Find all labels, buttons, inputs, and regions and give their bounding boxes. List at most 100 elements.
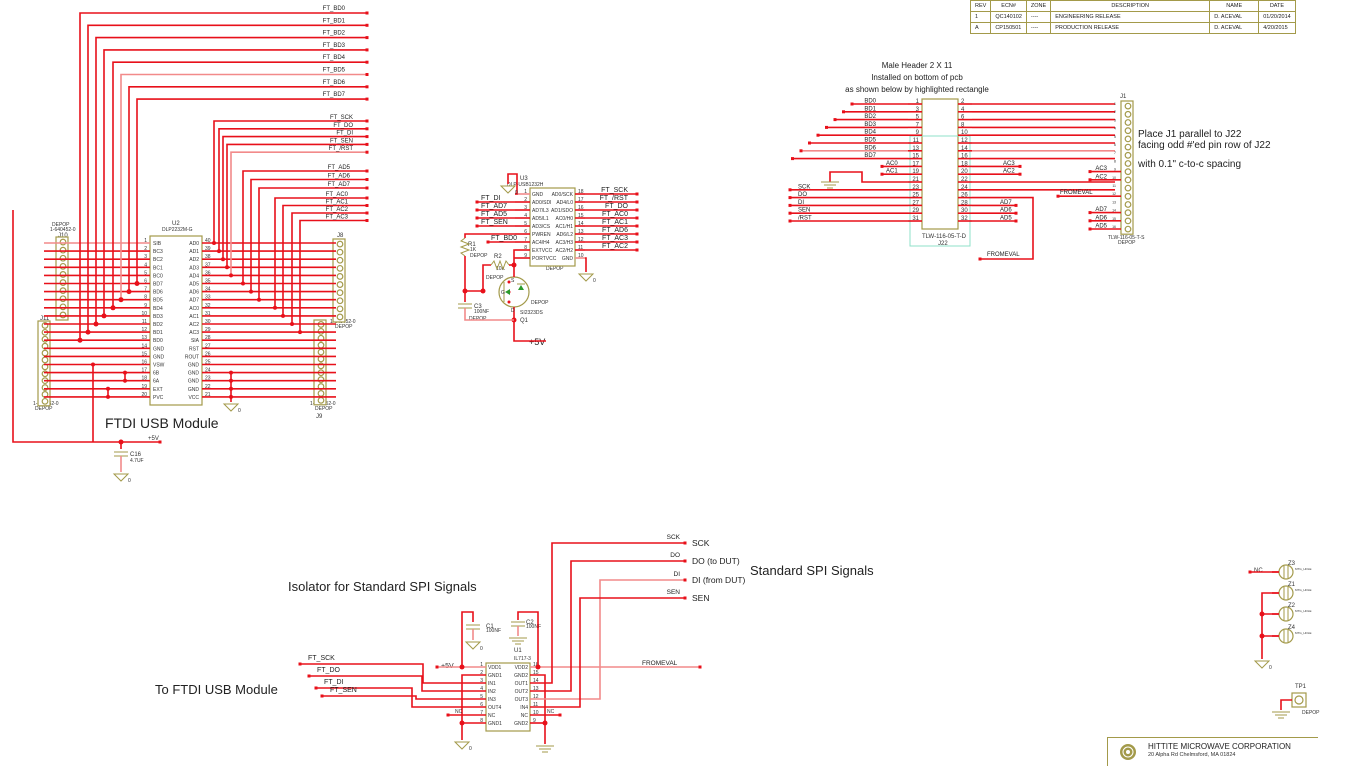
junction-dot <box>229 273 233 278</box>
u3-pin-name: AC3/H3 <box>555 240 573 246</box>
wire-end <box>475 200 479 204</box>
r2-ref: R2 <box>494 254 502 260</box>
u3-pin-number: 11 <box>578 245 583 251</box>
u1-part: IL717-3 <box>514 656 531 662</box>
wire-end <box>1088 170 1092 174</box>
ft-bd-net-wire <box>112 61 367 308</box>
ground-icon <box>499 185 517 194</box>
net-label: FT_AD6 <box>602 227 628 234</box>
u1-pin-number: 1 <box>480 662 483 668</box>
j22-pin-number: 5 <box>916 115 920 121</box>
j22-pin-number: 16 <box>961 154 968 160</box>
j22-pin-number: 31 <box>912 216 919 222</box>
j22-title-line3: as shown below by highlighted rectangle <box>845 85 989 94</box>
header-pin <box>59 279 67 286</box>
u2-pin-name: 6B <box>153 371 160 377</box>
j1-instruction-line3: with 0.1" c-to-c spacing <box>1137 159 1241 170</box>
q1-part: SI2323DS <box>520 310 543 316</box>
net-label: FT_DI <box>324 679 344 686</box>
junction-dot <box>77 337 83 343</box>
u2-pin-name: BD0 <box>153 338 163 344</box>
wire-end <box>880 172 884 176</box>
tp1-ref: TP1 <box>1295 684 1307 690</box>
wire-end <box>365 135 369 139</box>
ground-label: 0 <box>238 408 241 414</box>
junction-dot <box>118 297 124 303</box>
header-pin <box>59 303 67 311</box>
j22-pin-number: 7 <box>916 122 920 128</box>
header-pin <box>59 238 67 246</box>
wire-end <box>475 216 479 220</box>
header-pin <box>336 273 344 280</box>
wire-end <box>1018 164 1022 168</box>
u1-pin-name: GND2 <box>514 721 528 727</box>
j1-pin-number: 1 <box>1114 102 1116 106</box>
j1-pin-number: 3 <box>1114 118 1116 122</box>
u3-pin-name: AD5/L1 <box>532 216 549 222</box>
wire-end <box>1088 227 1092 231</box>
ground-label: 0 <box>480 646 483 652</box>
net-label: FT_AC3 <box>602 235 628 242</box>
u3-pin-number: 12 <box>578 237 584 243</box>
header-pin <box>1124 160 1132 167</box>
junction-dot <box>101 313 107 319</box>
ground-icon <box>453 741 471 750</box>
mounting-hole-part: MTG_HOLE <box>1295 609 1312 613</box>
header-pin <box>59 311 67 319</box>
revision-table: REV ECN# ZONE DESCRIPTION NAME DATE 1 QC… <box>969 0 1296 34</box>
j1-pin-number: 15 <box>1112 217 1116 221</box>
header-pin <box>41 397 49 405</box>
net-label: FT_/RST <box>600 195 629 202</box>
net-label: FT_DO <box>605 203 629 210</box>
header-pin <box>317 390 325 397</box>
u2-pin-number: 40 <box>205 238 211 244</box>
u3-pin-name: AD1/SDO <box>551 208 573 214</box>
net-label: AD7 <box>1000 200 1012 206</box>
j22-body <box>921 98 959 230</box>
wire-end <box>1088 211 1092 215</box>
u3-gnd-wire <box>507 173 518 195</box>
u2-pin-number: 26 <box>205 351 211 357</box>
u3-pin-name: GND <box>532 192 544 198</box>
ground-label: 0 <box>128 478 131 484</box>
net-label: AC3 <box>1095 166 1107 172</box>
net-label: FT_DO <box>317 667 341 674</box>
u2-pin-name: BD2 <box>153 322 163 328</box>
header-pin <box>1124 135 1132 143</box>
header-pin <box>336 264 344 272</box>
u3-pin-number: 4 <box>524 213 527 219</box>
u2-pin-number: 28 <box>205 335 211 341</box>
revision-row: 1 QC140102 ---- ENGINEERING RELEASE D. A… <box>969 11 1296 23</box>
net-label: FT_DO <box>333 123 353 129</box>
u1-pin-number: 2 <box>480 670 483 676</box>
u2-pin-name: AC1 <box>189 314 199 320</box>
header-pin <box>336 289 344 297</box>
header-pin <box>1124 110 1132 118</box>
u2-pin-number: 21 <box>205 392 211 398</box>
ground-label: 0 <box>1269 665 1272 671</box>
j9-header <box>313 319 327 406</box>
net-label: FT_BD1 <box>323 18 346 24</box>
wire-end <box>558 713 562 717</box>
header-pin <box>41 335 49 343</box>
j22-pin-number: 23 <box>912 185 919 191</box>
company-logo-icon <box>1120 744 1136 760</box>
u1-pin-name: IN4 <box>520 705 528 711</box>
nc-label: NC <box>1254 568 1263 574</box>
u3-gnd-wire <box>585 257 587 272</box>
u2-pin-number: 35 <box>205 279 211 285</box>
mounting-hole-part: MTG_HOLE <box>1295 631 1312 635</box>
header-pin <box>336 305 344 313</box>
wire-end <box>635 232 639 236</box>
j22-pin-number: 32 <box>961 216 968 222</box>
net-label: DI <box>674 571 681 578</box>
net-label: FT_SEN <box>330 687 357 694</box>
u2-pin-number: 34 <box>205 287 211 293</box>
u3-pin-number: 8 <box>524 245 527 251</box>
header-pin <box>59 262 67 270</box>
j22-pin-number: 12 <box>961 138 968 144</box>
u2-pin-number: 9 <box>144 303 147 309</box>
junction-dot <box>110 305 116 311</box>
net-label: BD7 <box>864 153 876 159</box>
u2-pin-name: GND <box>188 363 200 369</box>
